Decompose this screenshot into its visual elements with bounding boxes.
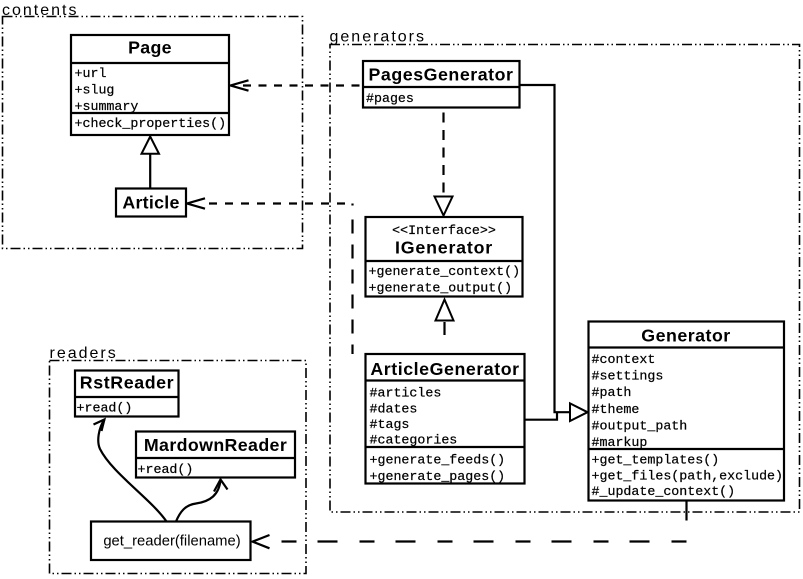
svg-text:+read(): +read()	[138, 462, 194, 477]
svg-text:#path: #path	[592, 385, 632, 400]
svg-text:#tags: #tags	[370, 417, 410, 432]
svg-text:Generator: Generator	[641, 326, 730, 346]
svg-text:generators: generators	[330, 29, 427, 46]
svg-text:Page: Page	[128, 38, 172, 58]
svg-text:+url: +url	[75, 66, 107, 81]
svg-text:get_reader(filename): get_reader(filename)	[103, 534, 240, 550]
svg-text:#settings: #settings	[592, 369, 664, 384]
svg-text:#_update_context(): #_update_context()	[592, 484, 736, 499]
svg-text:+generate_pages(): +generate_pages()	[370, 469, 506, 484]
svg-text:MardownReader: MardownReader	[144, 435, 287, 455]
svg-text:+check_properties(): +check_properties()	[75, 116, 227, 131]
svg-text:PagesGenerator: PagesGenerator	[369, 65, 514, 85]
svg-text:+generate_feeds(): +generate_feeds()	[370, 453, 506, 468]
svg-text:#dates: #dates	[370, 402, 418, 417]
svg-text:#markup: #markup	[592, 435, 648, 450]
svg-text:#categories: #categories	[370, 433, 458, 448]
svg-text:#output_path: #output_path	[592, 418, 688, 433]
svg-text:+summary: +summary	[75, 99, 139, 114]
svg-text:#articles: #articles	[370, 386, 442, 401]
svg-text:#theme: #theme	[592, 402, 640, 417]
svg-text:+read(): +read()	[77, 401, 133, 416]
svg-text:Article: Article	[122, 193, 179, 213]
svg-text:+get_templates(): +get_templates()	[592, 453, 720, 468]
svg-text:readers: readers	[50, 345, 118, 362]
svg-text:#context: #context	[592, 352, 656, 367]
svg-text:#pages: #pages	[366, 91, 414, 106]
svg-text:+generate_output(): +generate_output()	[369, 281, 513, 296]
svg-text:<<Interface>>: <<Interface>>	[392, 223, 496, 238]
svg-text:+generate_context(): +generate_context()	[369, 264, 521, 279]
svg-text:+slug: +slug	[75, 83, 115, 98]
svg-text:IGenerator: IGenerator	[395, 238, 493, 258]
svg-text:RstReader: RstReader	[80, 373, 174, 393]
svg-text:contents: contents	[2, 2, 78, 19]
svg-text:ArticleGenerator: ArticleGenerator	[370, 359, 519, 379]
svg-text:+get_files(path,exclude): +get_files(path,exclude)	[592, 469, 784, 484]
